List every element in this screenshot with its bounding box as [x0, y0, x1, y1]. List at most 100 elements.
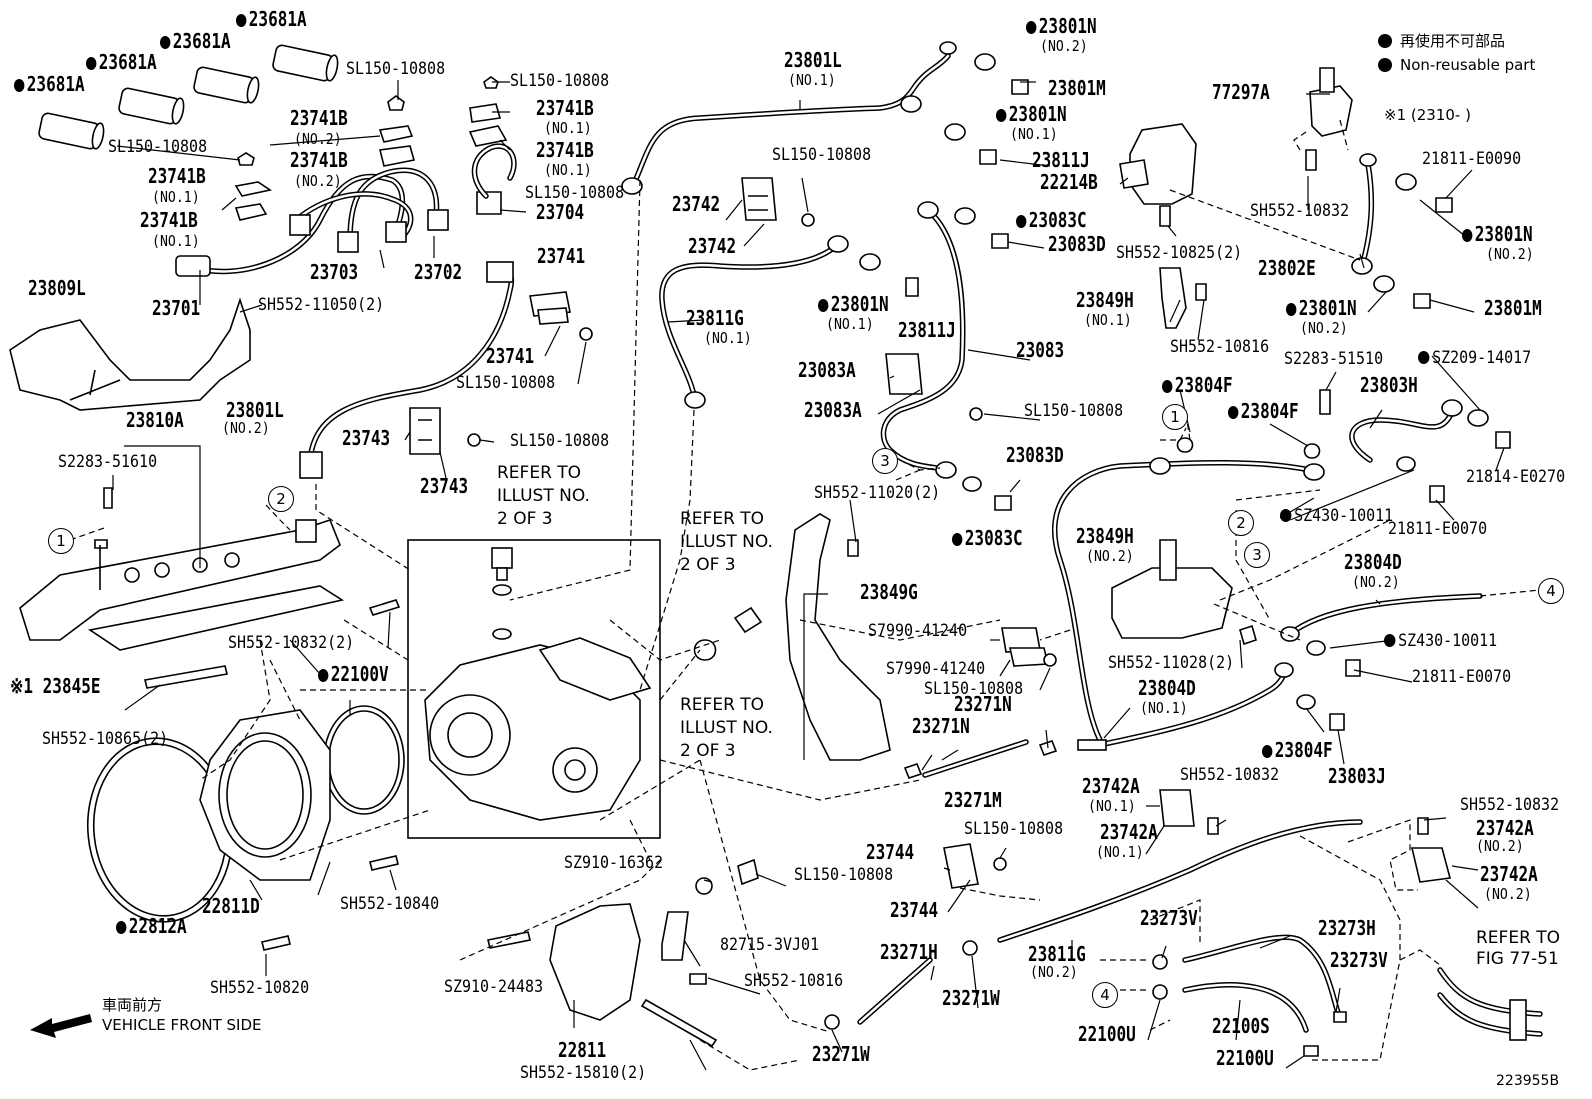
part-number-label[interactable]: SH552-10832(2): [228, 633, 355, 653]
part-number-label[interactable]: 23271W: [812, 1042, 870, 1066]
part-qualifier[interactable]: (NO.2): [294, 172, 342, 190]
part-number-label[interactable]: 23801N: [818, 294, 889, 315]
part-qualifier[interactable]: (NO.2): [1300, 319, 1348, 337]
part-qualifier[interactable]: (NO.2): [1030, 963, 1078, 981]
part-qualifier[interactable]: (NO.2): [1086, 547, 1134, 565]
part-number-label[interactable]: 23803J: [1328, 764, 1386, 788]
part-number-label[interactable]: 23743: [342, 426, 391, 450]
part-number-label[interactable]: 82715-3VJ01: [720, 935, 820, 955]
part-number-label[interactable]: 23801M: [1484, 296, 1542, 320]
part-number-label[interactable]: 23681A: [86, 52, 157, 73]
part-number-label[interactable]: 21811-E0070: [1412, 667, 1512, 687]
part-qualifier[interactable]: (NO.1): [544, 119, 592, 137]
part-number-label[interactable]: 23804D: [1344, 550, 1402, 574]
part-number-label[interactable]: 23802E: [1258, 256, 1316, 280]
part-number-label[interactable]: SH552-10820: [210, 978, 310, 998]
part-number-label[interactable]: 23811G: [686, 306, 744, 330]
part-number-label[interactable]: 23804F: [1162, 375, 1233, 396]
part-number-label[interactable]: 23741: [486, 344, 535, 368]
part-number-label[interactable]: SL150-10808: [108, 137, 208, 157]
part-qualifier[interactable]: (NO.1): [1084, 311, 1132, 329]
part-number-label[interactable]: 23741B: [290, 106, 348, 130]
part-number-label[interactable]: S2283-51610: [58, 452, 158, 472]
part-number-label[interactable]: 23742: [688, 234, 737, 258]
part-number-label[interactable]: 23702: [414, 260, 463, 284]
part-qualifier[interactable]: (NO.1): [152, 232, 200, 250]
part-number-label[interactable]: 23083C: [1016, 210, 1087, 231]
part-number-label[interactable]: 23273V: [1330, 948, 1388, 972]
part-number-label[interactable]: 23741: [537, 244, 586, 268]
part-number-label[interactable]: 23809L: [28, 276, 86, 300]
part-qualifier[interactable]: (NO.2): [1484, 885, 1532, 903]
part-qualifier[interactable]: (NO.2): [1352, 573, 1400, 591]
part-number-label[interactable]: 23801M: [1048, 76, 1106, 100]
part-qualifier[interactable]: (NO.1): [704, 329, 752, 347]
part-qualifier[interactable]: (NO.1): [826, 315, 874, 333]
part-number-label[interactable]: SL150-10808: [346, 59, 446, 79]
part-number-label[interactable]: SZ910-16362: [564, 853, 664, 873]
part-number-label[interactable]: 23273V: [1140, 906, 1198, 930]
part-number-label[interactable]: SH552-11028(2): [1108, 653, 1235, 673]
part-number-label[interactable]: 23083A: [804, 398, 862, 422]
part-number-label[interactable]: 22812A: [116, 916, 187, 937]
part-number-label[interactable]: 23681A: [14, 74, 85, 95]
part-number-label[interactable]: 23741B: [536, 96, 594, 120]
part-qualifier[interactable]: (NO.1): [788, 71, 836, 89]
part-number-label[interactable]: 23804F: [1262, 740, 1333, 761]
part-number-label[interactable]: 23741B: [148, 164, 206, 188]
part-number-label[interactable]: SZ910-24483: [444, 977, 544, 997]
part-qualifier[interactable]: (NO.1): [152, 188, 200, 206]
part-number-label[interactable]: 23810A: [126, 408, 184, 432]
part-number-label[interactable]: 22100U: [1078, 1022, 1136, 1046]
part-number-label[interactable]: 23744: [890, 898, 939, 922]
part-number-label[interactable]: 23801N: [1462, 224, 1533, 245]
part-number-label[interactable]: 22811D: [202, 894, 260, 918]
part-number-label[interactable]: 22214B: [1040, 170, 1098, 194]
part-number-label[interactable]: 23811J: [898, 318, 956, 342]
part-number-label[interactable]: SH552-10816: [1170, 337, 1270, 357]
part-qualifier[interactable]: (NO.1): [1088, 797, 1136, 815]
part-number-label[interactable]: 23811J: [1032, 148, 1090, 172]
part-number-label[interactable]: 23743: [420, 474, 469, 498]
part-qualifier[interactable]: (NO.1): [544, 161, 592, 179]
part-qualifier[interactable]: (NO.2): [1476, 837, 1524, 855]
refer-note-right-bottom[interactable]: REFER TO ILLUST NO. 2 OF 3: [680, 694, 773, 763]
part-number-label[interactable]: 23801N: [1026, 16, 1097, 37]
part-number-label[interactable]: SH552-10825(2): [1116, 243, 1243, 263]
part-number-label[interactable]: 23849H: [1076, 288, 1134, 312]
part-number-label[interactable]: 23744: [866, 840, 915, 864]
part-number-label[interactable]: ※1 23845E: [10, 674, 101, 698]
part-number-label[interactable]: 23741B: [290, 148, 348, 172]
part-number-label[interactable]: 23801N: [1286, 298, 1357, 319]
part-number-label[interactable]: SH552-10832: [1250, 201, 1350, 221]
part-number-label[interactable]: 23803H: [1360, 373, 1418, 397]
part-number-label[interactable]: 23271H: [880, 940, 938, 964]
part-number-label[interactable]: 23083A: [798, 358, 856, 382]
part-number-label[interactable]: 23801L: [226, 398, 284, 422]
part-number-label[interactable]: 23273H: [1318, 916, 1376, 940]
part-number-label[interactable]: SH552-11050(2): [258, 295, 385, 315]
part-number-label[interactable]: 23804D: [1138, 676, 1196, 700]
part-number-label[interactable]: 77297A: [1212, 80, 1270, 104]
part-number-label[interactable]: 23741B: [140, 208, 198, 232]
part-qualifier[interactable]: (NO.1): [1140, 699, 1188, 717]
part-number-label[interactable]: S7990-41240: [886, 659, 986, 679]
refer-note-center[interactable]: REFER TO ILLUST NO. 2 OF 3: [497, 462, 590, 531]
part-number-label[interactable]: SH552-10832: [1180, 765, 1280, 785]
part-number-label[interactable]: SL150-10808: [456, 373, 556, 393]
part-number-label[interactable]: SZ209-14017: [1418, 349, 1531, 367]
part-number-label[interactable]: SL150-10808: [510, 431, 610, 451]
part-number-label[interactable]: 23083: [1016, 338, 1065, 362]
part-number-label[interactable]: 23849H: [1076, 524, 1134, 548]
part-number-label[interactable]: 23271M: [944, 788, 1002, 812]
refer-note-right-top[interactable]: REFER TO ILLUST NO. 2 OF 3: [680, 508, 773, 577]
part-number-label[interactable]: 23742A: [1480, 862, 1538, 886]
part-number-label[interactable]: 23849G: [860, 580, 918, 604]
part-number-label[interactable]: 23801N: [996, 104, 1067, 125]
part-number-label[interactable]: SH552-11020(2): [814, 483, 941, 503]
refer-note-fig[interactable]: REFER TO FIG 77-51: [1476, 928, 1560, 970]
part-number-label[interactable]: 23271N: [912, 714, 970, 738]
part-number-label[interactable]: 23083D: [1048, 232, 1106, 256]
part-number-label[interactable]: SL150-10808: [964, 819, 1064, 839]
part-number-label[interactable]: 21811-E0090: [1422, 149, 1522, 169]
